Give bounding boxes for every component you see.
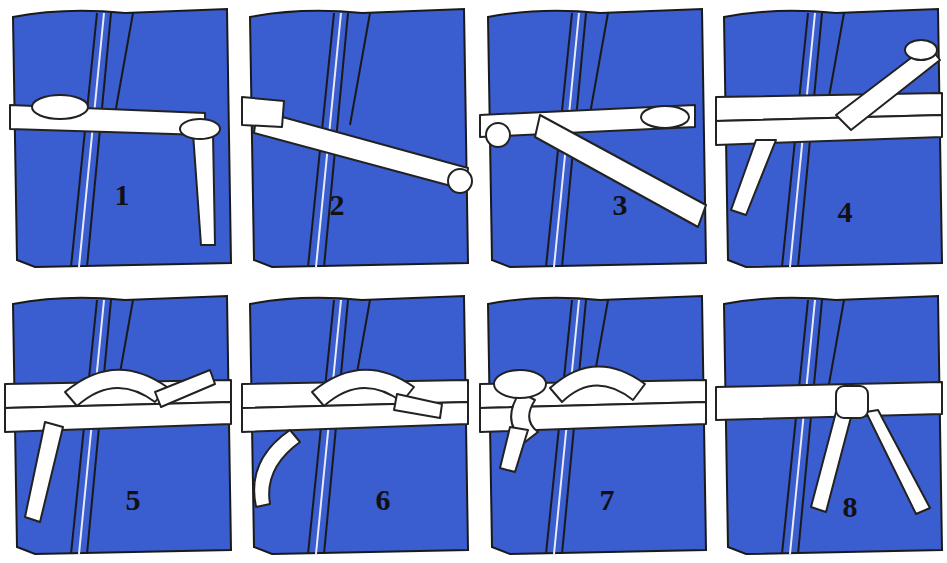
callout-number: 3 [613, 190, 628, 220]
callout-number: 5 [126, 485, 141, 515]
callout-number: 2 [330, 190, 345, 220]
callout-number: 8 [843, 492, 858, 522]
callout-number: 4 [838, 197, 853, 227]
callout-number: 6 [376, 485, 391, 515]
callout-number: 7 [600, 485, 615, 515]
callout-number: 1 [115, 180, 130, 210]
